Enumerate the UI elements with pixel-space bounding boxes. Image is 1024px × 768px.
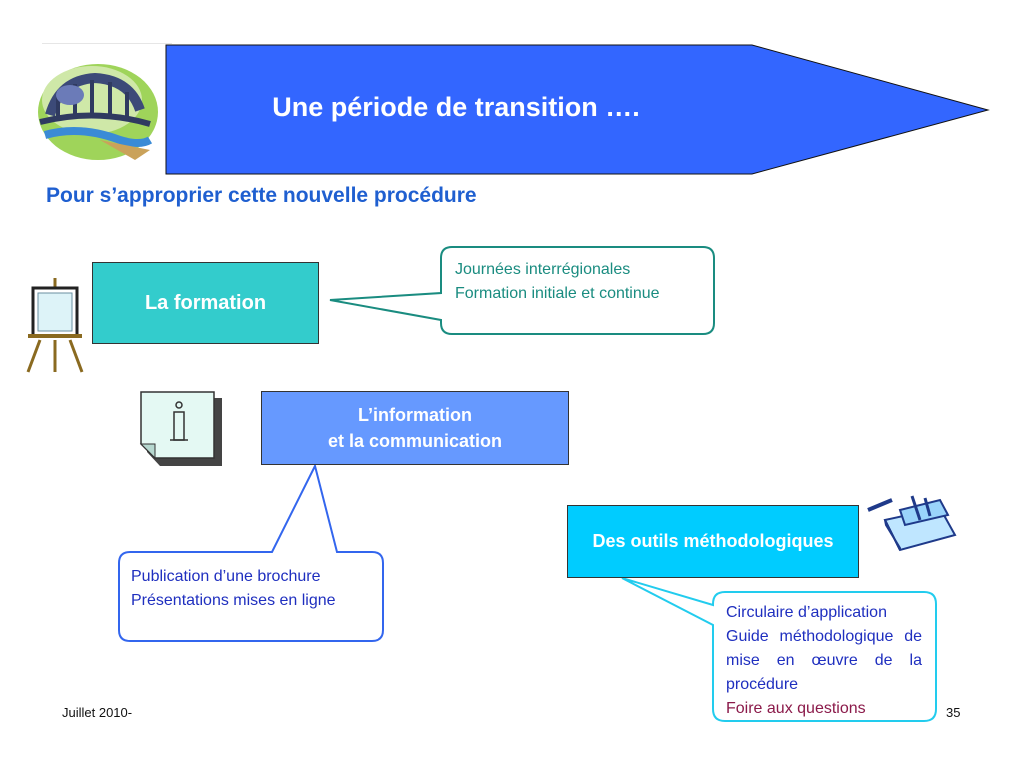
bridge-clipart-icon xyxy=(38,64,158,160)
callout-information-text: Publication d’une brochure Présentations… xyxy=(131,565,336,613)
info-note-icon xyxy=(139,391,222,466)
outils-box: Des outils méthodologiques xyxy=(567,505,859,578)
callout-formation-shape xyxy=(329,246,715,335)
information-label-line1: L’information xyxy=(358,405,472,425)
page-number: 35 xyxy=(946,705,961,720)
information-box: L’information et la communication xyxy=(261,391,569,465)
callout-formation-text: Journées interrégionales Formation initi… xyxy=(455,258,660,306)
callout-outils-shape xyxy=(621,577,937,722)
formation-box: La formation xyxy=(92,262,319,344)
callout-outils-line: Guide méthodologique de mise en œuvre de… xyxy=(726,628,922,693)
header-divider xyxy=(42,43,172,44)
slide-subtitle: Pour s’approprier cette nouvelle procédu… xyxy=(46,184,477,207)
toolbox-icon xyxy=(867,495,957,552)
footer-date: Juillet 2010- xyxy=(62,705,133,720)
callout-information-shape xyxy=(118,463,384,642)
callout-outils-text: Circulaire d’application Guide méthodolo… xyxy=(726,601,922,721)
callout-outils-line: Circulaire d’application xyxy=(726,604,887,621)
slide-title: Une période de transition …. xyxy=(272,92,640,122)
formation-label: La formation xyxy=(144,291,267,314)
callout-formation-line: Formation initiale et continue xyxy=(455,285,660,302)
outils-label: Des outils méthodologiques xyxy=(592,531,834,551)
callout-outils-faq: Foire aux questions xyxy=(726,700,866,717)
information-label-line2: et la communication xyxy=(327,431,503,451)
title-banner xyxy=(165,44,990,175)
easel-icon xyxy=(26,278,84,373)
callout-information-line: Présentations mises en ligne xyxy=(131,592,336,609)
callout-formation-line: Journées interrégionales xyxy=(455,261,631,278)
callout-information-line: Publication d’une brochure xyxy=(131,568,321,585)
